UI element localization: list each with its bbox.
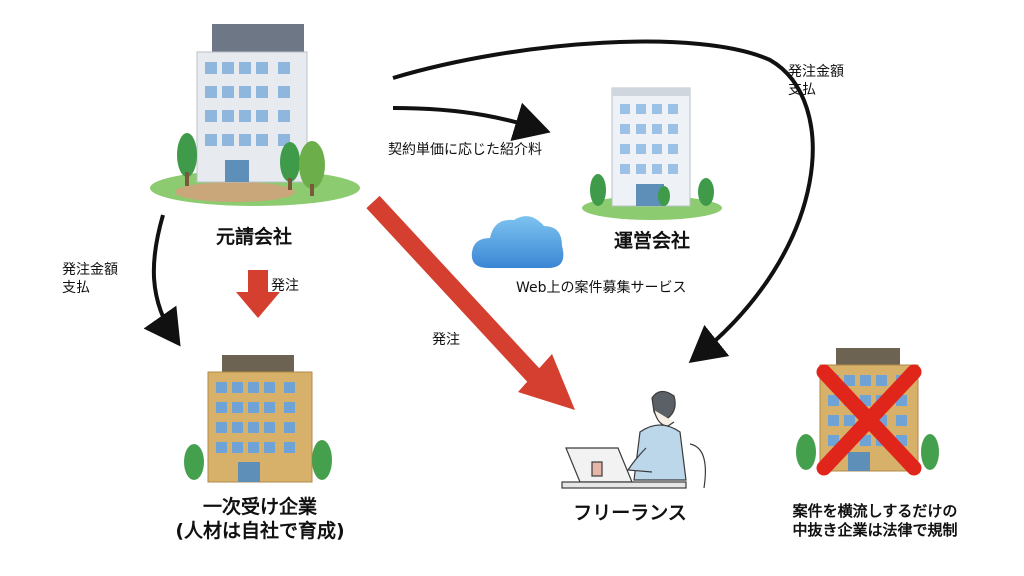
- arrow-prime-to-operator-fee: [392, 102, 551, 142]
- operator-building-icon: [582, 87, 722, 220]
- edge-label-payment-subcontractor: 発注金額 支払: [62, 262, 118, 296]
- node-prime-contractor: 元請会社: [215, 226, 292, 248]
- edge-label-payment-freelancer: 発注金額 支払: [788, 64, 844, 98]
- edge-label-referral-fee: 契約単価に応じた紹介料: [388, 142, 542, 158]
- prohibited-note: 案件を横流しするだけの 中抜き企業は法律で規制: [792, 502, 958, 539]
- arrow-prime-to-subcontractor-order: [236, 270, 280, 318]
- arrow-prime-to-subcontractor-payment: [143, 214, 181, 347]
- node-primary-subcontractor: 一次受け企業 (人材は自社で育成): [175, 496, 345, 542]
- subcontractor-building-icon: [184, 355, 332, 483]
- node-operator: 運営会社: [613, 230, 690, 252]
- cloud-icon: [471, 216, 564, 268]
- node-freelancer: フリーランス: [573, 502, 687, 524]
- arrow-prime-to-freelancer-order: [366, 195, 575, 410]
- service-label: Web上の案件募集サービス: [516, 280, 687, 296]
- edge-label-order-freelancer: 発注: [432, 332, 460, 348]
- prime-contractor-building-icon: [150, 24, 360, 206]
- prohibited-cross-icon: [816, 364, 922, 476]
- edge-label-order-subcontractor: 発注: [271, 278, 299, 294]
- arrow-prime-to-freelancer-payment: [392, 39, 815, 364]
- freelancer-icon: [561, 390, 706, 489]
